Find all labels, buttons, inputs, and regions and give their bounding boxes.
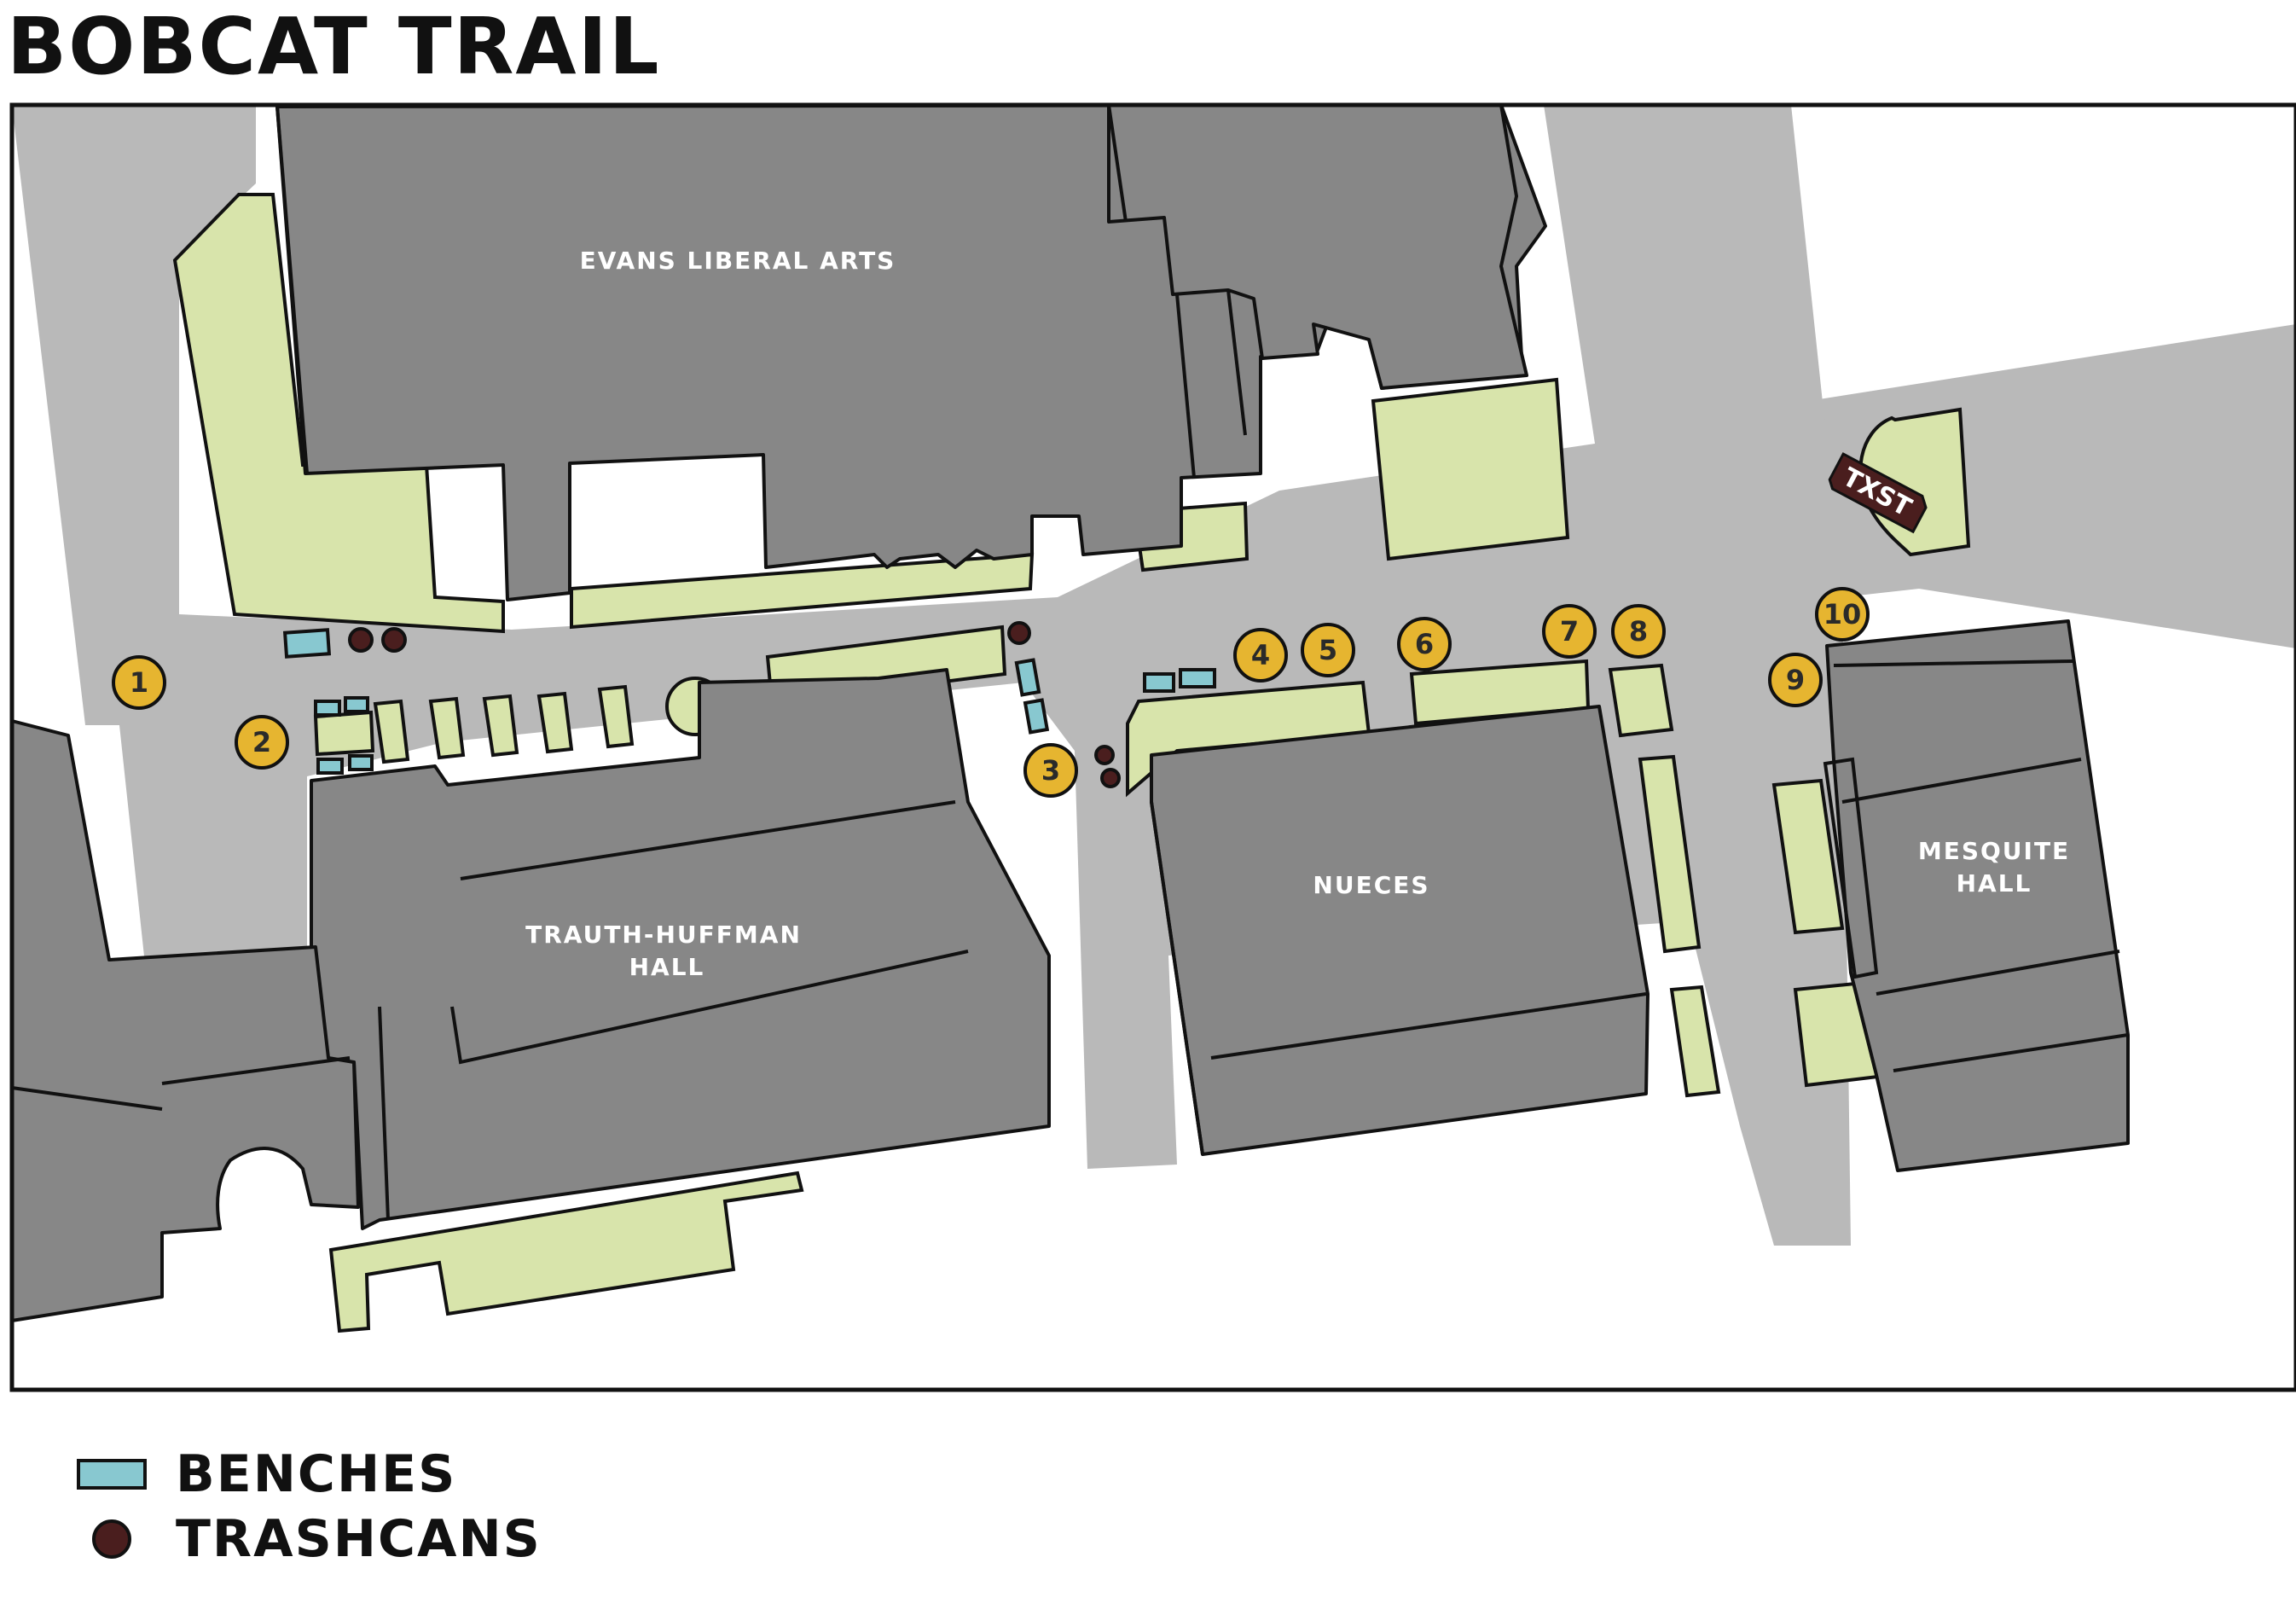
bench bbox=[344, 696, 369, 713]
bench bbox=[316, 758, 344, 775]
green-trauth-south bbox=[328, 1171, 804, 1333]
green-evans-west bbox=[172, 193, 505, 634]
map-legend: BENCHES TRASHCANS bbox=[77, 1442, 542, 1571]
trashcan bbox=[1100, 768, 1121, 788]
green-evans-south bbox=[570, 552, 1035, 630]
legend-label-benches: BENCHES bbox=[176, 1444, 457, 1504]
green-planter-3 bbox=[482, 694, 519, 758]
stop-number: 3 bbox=[1041, 754, 1060, 787]
stop-marker-10[interactable]: 10 bbox=[1815, 587, 1870, 642]
trashcan bbox=[1007, 621, 1031, 645]
green-nueces-east-2 bbox=[1638, 754, 1702, 954]
green-planter-small bbox=[313, 710, 375, 757]
bench bbox=[282, 628, 332, 659]
stop-marker-6[interactable]: 6 bbox=[1397, 617, 1452, 671]
green-planter-1 bbox=[373, 699, 410, 764]
trashcan-icon bbox=[92, 1519, 131, 1559]
benches bbox=[282, 628, 1216, 775]
trashcan bbox=[381, 627, 407, 653]
stop-number: 7 bbox=[1560, 615, 1579, 648]
building-edges bbox=[11, 104, 2129, 1221]
label-evans-liberal-arts: EVANS LIBERAL ARTS bbox=[580, 247, 896, 275]
stop-marker-2[interactable]: 2 bbox=[235, 715, 289, 770]
legend-label-trashcans: TRASHCANS bbox=[176, 1509, 542, 1569]
label-trauth-huffman-line2: HALL bbox=[629, 953, 705, 981]
green-square-ne bbox=[1371, 377, 1570, 561]
legend-row-trashcans: TRASHCANS bbox=[77, 1507, 542, 1571]
page-title: BOBCAT TRAIL bbox=[7, 1, 661, 92]
stop-marker-1[interactable]: 1 bbox=[112, 655, 166, 710]
stop-number: 5 bbox=[1319, 634, 1337, 666]
building-trauth-west bbox=[10, 719, 360, 1322]
building-mesquite bbox=[1825, 619, 2130, 1172]
stop-marker-7[interactable]: 7 bbox=[1542, 604, 1597, 659]
bench bbox=[314, 700, 341, 717]
stop-marker-5[interactable]: 5 bbox=[1301, 623, 1355, 677]
stop-marker-3[interactable]: 3 bbox=[1023, 743, 1078, 798]
bench bbox=[1023, 698, 1050, 735]
trashcan bbox=[1094, 745, 1115, 765]
label-mesquite-line2: HALL bbox=[1957, 869, 2032, 898]
green-planter-2 bbox=[428, 696, 466, 760]
stop-number: 2 bbox=[252, 726, 271, 758]
bench bbox=[1014, 658, 1041, 697]
bench bbox=[1179, 668, 1216, 688]
green-areas bbox=[172, 193, 1971, 1333]
bench bbox=[1143, 672, 1175, 693]
green-nueces-east-3 bbox=[1669, 985, 1721, 1098]
legend-row-benches: BENCHES bbox=[77, 1442, 542, 1507]
label-nueces: NUECES bbox=[1313, 871, 1429, 899]
stop-number: 10 bbox=[1823, 598, 1862, 630]
trashcan bbox=[348, 627, 374, 653]
bench-icon bbox=[77, 1459, 147, 1490]
green-nueces-east-1 bbox=[1608, 663, 1674, 738]
stop-number: 1 bbox=[130, 666, 148, 699]
buildings bbox=[10, 103, 2130, 1322]
stop-number: 4 bbox=[1251, 639, 1270, 671]
stop-number: 9 bbox=[1786, 664, 1805, 696]
building-evans-east-wing bbox=[1107, 103, 1528, 390]
bench bbox=[348, 754, 374, 771]
green-planter-4 bbox=[536, 691, 574, 754]
map-border bbox=[9, 102, 2296, 1392]
stop-marker-4[interactable]: 4 bbox=[1233, 628, 1288, 683]
green-planter-5 bbox=[597, 684, 635, 749]
stop-number: 8 bbox=[1629, 615, 1648, 648]
label-mesquite-line1: MESQUITE bbox=[1918, 837, 2070, 865]
stop-marker-8[interactable]: 8 bbox=[1611, 604, 1666, 659]
stop-number: 6 bbox=[1415, 628, 1434, 660]
green-mesquite-west-1 bbox=[1771, 778, 1845, 935]
label-trauth-huffman-line1: TRAUTH-HUFFMAN bbox=[525, 921, 802, 949]
stop-marker-9[interactable]: 9 bbox=[1768, 653, 1823, 707]
trashcans bbox=[348, 621, 1121, 788]
trail-stops[interactable]: 1 2 3 4 5 6 7 8 9 10 bbox=[112, 587, 1870, 798]
building-nueces bbox=[1150, 705, 1650, 1156]
